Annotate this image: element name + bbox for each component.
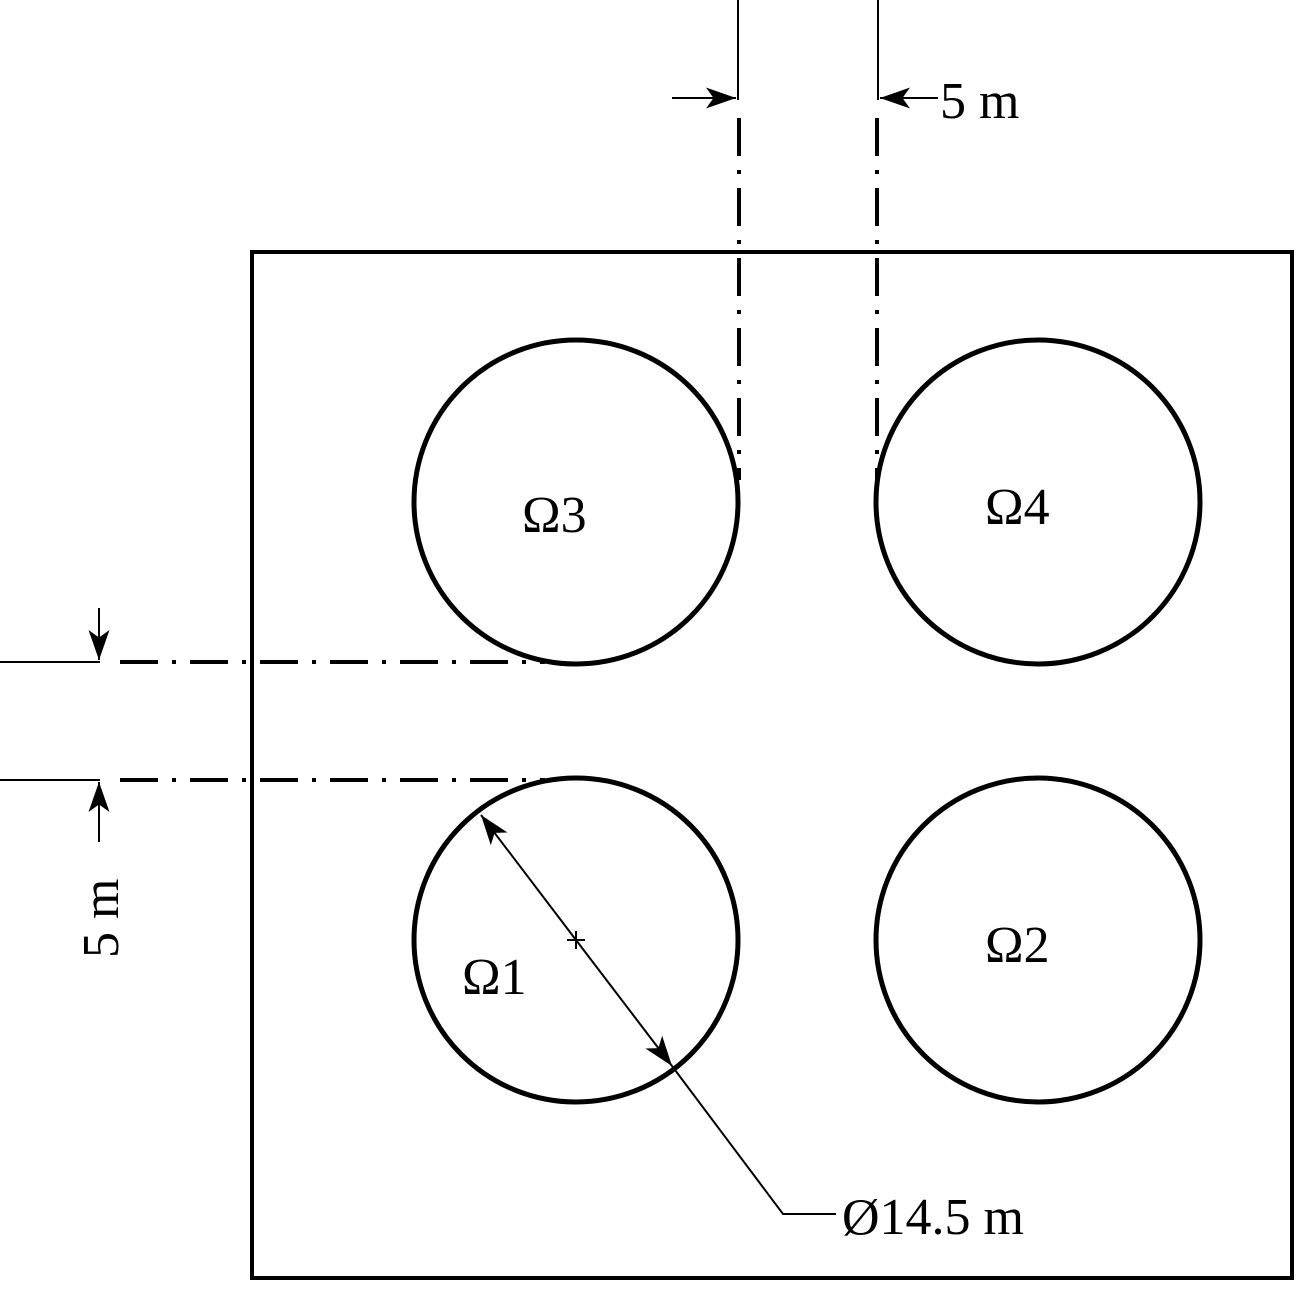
- diameter-arrow-lower: [575, 939, 673, 1067]
- left-gap-extension-lines: [0, 661, 100, 781]
- region-label-omega-1: Ω1: [462, 949, 527, 1006]
- diameter-label: Ø14.5 m: [842, 1189, 1024, 1246]
- region-label-omega-2: Ω2: [985, 917, 1050, 974]
- region-label-omega-3: Ω3: [522, 487, 587, 544]
- top-gap-extension-lines: [737, 0, 879, 100]
- left-gap-dashdot-lines: [120, 660, 545, 782]
- left-gap-label: 5 m: [73, 879, 130, 958]
- top-gap-label: 5 m: [940, 73, 1019, 130]
- region-label-omega-4: Ω4: [985, 479, 1050, 536]
- circle-omega-1: [411, 775, 741, 1105]
- circle-omega-3: [411, 337, 741, 667]
- circle-omega-2: [873, 775, 1203, 1105]
- top-gap-dashdot-lines: [737, 118, 879, 480]
- outer-boundary: [250, 250, 1294, 1280]
- circle-omega-4: [873, 337, 1203, 667]
- diameter-leader-line: [671, 1065, 836, 1215]
- diameter-arrow-upper: [480, 814, 577, 941]
